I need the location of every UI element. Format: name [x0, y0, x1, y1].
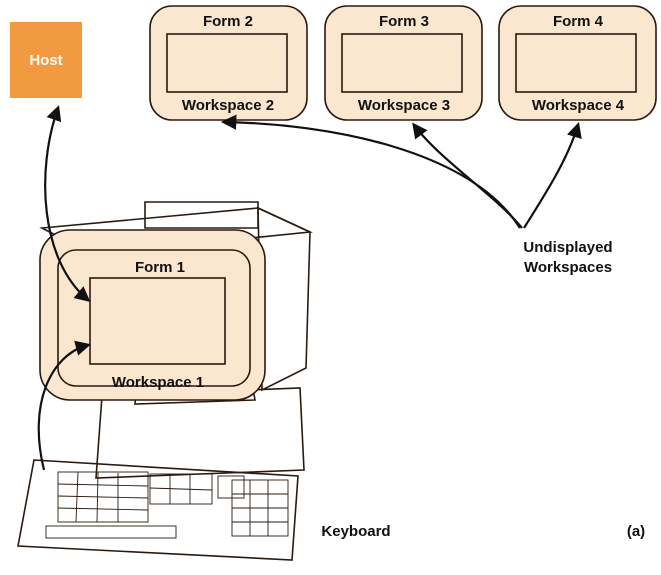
undisplayed-to-workspace-4-arrow: [523, 122, 582, 229]
keyboard-label: Keyboard: [321, 523, 390, 540]
workspace-tile-4: Form 4 Workspace 4: [498, 5, 657, 121]
form-3-label: Form 3: [379, 13, 429, 30]
undisplayed-label-line2: Workspaces: [524, 259, 612, 276]
workspace-tile-3: Form 3 Workspace 3: [324, 5, 483, 121]
undisplayed-to-workspace-2-arrow: [220, 114, 521, 229]
figure-label: (a): [627, 523, 645, 540]
workspace-2-label: Workspace 2: [182, 97, 274, 114]
host-label: Host: [29, 52, 62, 69]
keyboard-illustration: [17, 459, 299, 561]
workspace-4-label: Workspace 4: [532, 97, 625, 114]
arrows: [37, 105, 582, 471]
form-4-label: Form 4: [553, 13, 604, 30]
workspace-3-label: Workspace 3: [358, 97, 450, 114]
keyboard-terminal-arrow: [37, 340, 91, 471]
undisplayed-to-workspace-3-arrow: [412, 122, 523, 229]
terminal-monitor: Form 1 Workspace 1: [39, 201, 313, 479]
form-1-label: Form 1: [135, 259, 185, 276]
workspace-tile-2: Form 2 Workspace 2: [149, 5, 308, 121]
keyboard-keys: [45, 471, 289, 539]
form-2-label: Form 2: [203, 13, 253, 30]
workspace-1-label: Workspace 1: [112, 374, 204, 391]
host-box: Host: [10, 22, 82, 98]
host-terminal-arrow: [44, 105, 91, 302]
undisplayed-label-line1: Undisplayed: [523, 239, 612, 256]
